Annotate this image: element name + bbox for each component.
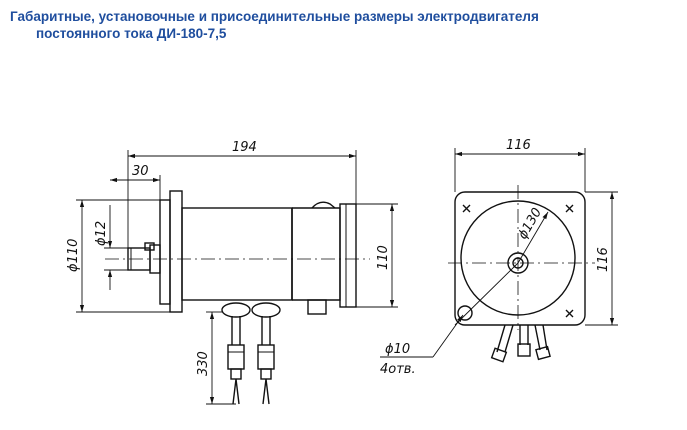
- dim-body-height: 110: [376, 245, 391, 270]
- dim-overall-length: 194: [232, 140, 257, 155]
- mounting-hole-mark: [565, 309, 574, 318]
- mounting-hole-mark: [462, 204, 471, 213]
- dim-shaft-diameter: ϕ12: [94, 221, 109, 246]
- motor-housing: [181, 207, 293, 301]
- dim-hole-count: 4отв.: [380, 362, 416, 377]
- terminal-box: [307, 299, 327, 315]
- end-view-dimensions: 116 116 ϕ130 ϕ10 4отв.: [380, 138, 618, 377]
- mounting-hole: [457, 305, 473, 321]
- title-line-2: постоянного тока ДИ-180-7,5: [36, 26, 227, 41]
- terminal-lead: [519, 325, 529, 345]
- side-view: [105, 190, 370, 405]
- dim-shaft-offset: 30: [132, 164, 149, 179]
- dim-end-height: 116: [596, 247, 611, 272]
- dim-hole-diameter: ϕ10: [385, 342, 410, 357]
- side-view-dimensions: 194 30 ϕ110 ϕ12 110 330: [66, 140, 398, 405]
- mounting-flange: [169, 190, 183, 313]
- rear-cover: [292, 207, 341, 301]
- end-view: [448, 185, 595, 363]
- lead-grommet: [221, 302, 251, 318]
- terminal-lead: [534, 324, 548, 351]
- dim-flange-diameter: ϕ110: [66, 239, 81, 272]
- lead-wire: [231, 316, 241, 345]
- dim-lead-length: 330: [196, 351, 211, 376]
- terminal-lead: [496, 324, 514, 353]
- page-title: Габаритные, установочные и присоединител…: [10, 8, 670, 42]
- title-line-1: Габаритные, установочные и присоединител…: [10, 9, 539, 24]
- dim-end-width: 116: [506, 138, 531, 153]
- mounting-hole-mark: [565, 204, 574, 213]
- lead-grommet: [251, 302, 281, 318]
- lead-wire: [261, 316, 271, 345]
